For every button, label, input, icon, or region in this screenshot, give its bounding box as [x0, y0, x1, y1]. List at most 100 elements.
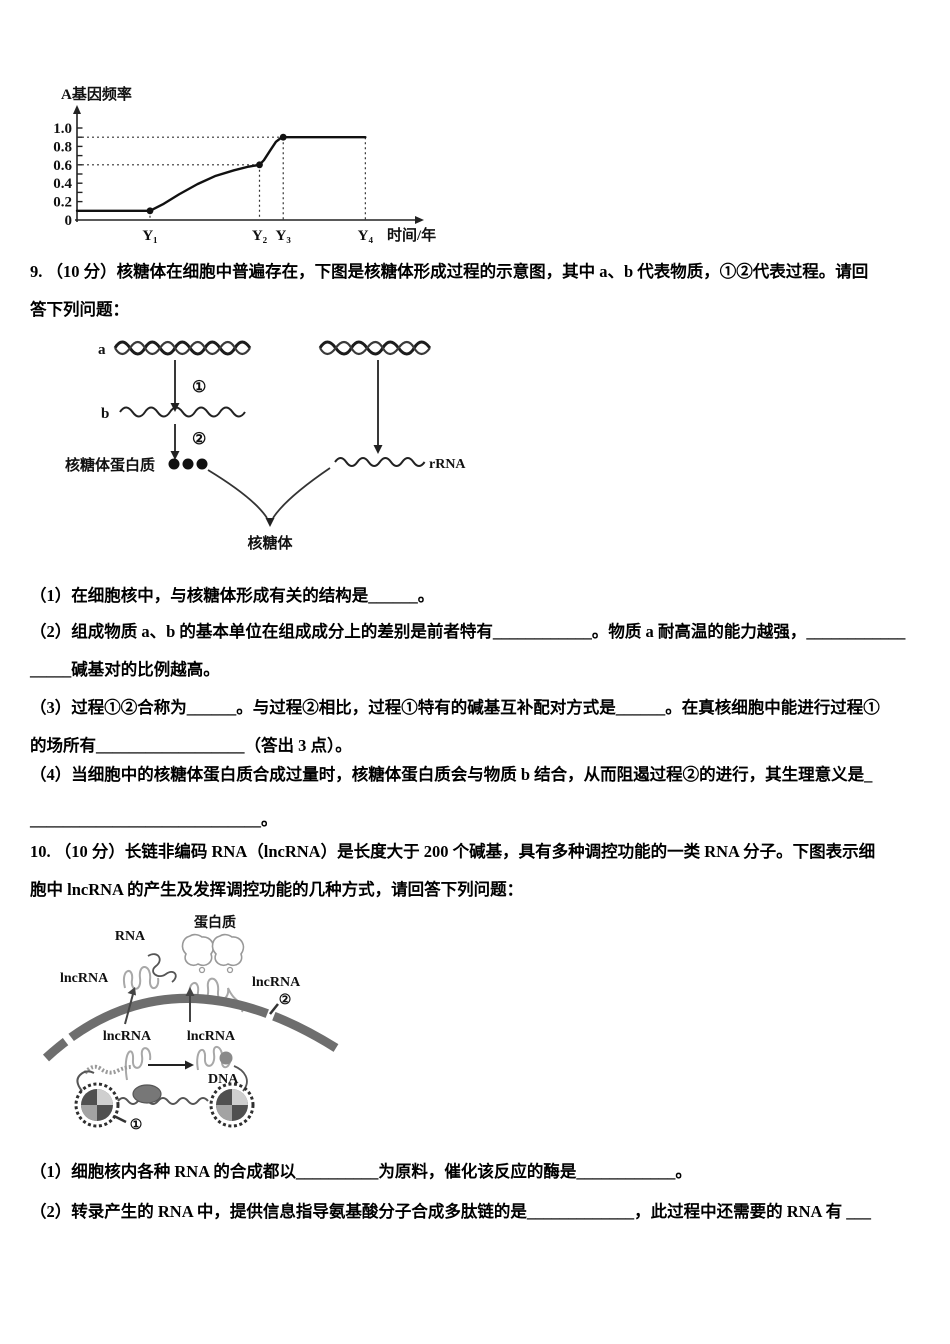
lncrna-diagram: RNA lncRNA 蛋白质 lncRNA ② lncRNA [30, 908, 360, 1153]
text-line: （2）转录产生的 RNA 中，提供信息指导氨基酸分子合成多肽链的是_______… [30, 1202, 872, 1221]
y-axis-arrow [73, 105, 81, 114]
dna-helix-b-strand1 [318, 340, 432, 356]
q9-item-4: （4）当细胞中的核糖体蛋白质合成过量时，核糖体蛋白质会与物质 b 结合，从而阻遏… [30, 756, 932, 839]
x-axis-arrow [415, 216, 424, 224]
text-line: _____碱基对的比例越高。 [30, 660, 220, 679]
y-tick-label: 1.0 [53, 121, 72, 137]
export-arrow-left-head [127, 987, 136, 996]
rrna-arrowhead [373, 445, 383, 454]
mark-1-pointer [113, 1114, 127, 1124]
nuclear-pore-left [60, 1030, 76, 1048]
protein-label: 蛋白质 [194, 914, 236, 931]
lncrna-in-right-loops [196, 1045, 232, 1071]
data-point [256, 161, 263, 169]
x-tick-label: Y₂ [252, 228, 268, 244]
q9-item-1: （1）在细胞核中，与核糖体形成有关的结构是______。 [30, 577, 932, 615]
lncrna-in-left-loops [124, 1047, 152, 1081]
text-line: 10. （10 分）长链非编码 RNA（lncRNA）是长度大于 200 个碱基… [30, 842, 876, 861]
rrna-wave [334, 457, 426, 467]
lncrna-out-right-label: lncRNA [252, 975, 301, 990]
text-line: 的场所有__________________（答出 3 点）。 [30, 736, 352, 755]
y-tick-label: 0 [65, 213, 73, 229]
protein-dot [196, 458, 208, 470]
text-line: 答下列问题： [30, 300, 129, 319]
converge-arrowhead [265, 518, 275, 527]
nucleosome-shade [232, 1089, 248, 1105]
protein-blob-2 [211, 933, 245, 967]
lncrna-in-left-label: lncRNA [103, 1029, 152, 1044]
export-arrow-left [124, 993, 134, 1025]
x-axis-title: 时间/年 [387, 226, 436, 244]
frequency-curve [75, 136, 367, 213]
mark-1-label: ① [130, 1118, 143, 1133]
q9-item-2: （2）组成物质 a、b 的基本单位在组成成分上的差别是前者特有_________… [30, 613, 932, 689]
converge-right-curve [272, 467, 331, 519]
nucleosome-coil-left [74, 1082, 120, 1128]
data-point [279, 133, 287, 141]
process-2-label: ② [192, 431, 206, 448]
mark-2-pointer [269, 1003, 279, 1015]
nucleosome-shade [97, 1089, 113, 1105]
text-line: 9. （10 分）核糖体在细胞中普遍存在，下图是核糖体形成过程的示意图，其中 a… [30, 262, 869, 281]
polymerase-blob [132, 1084, 162, 1104]
text-line: 胞中 lncRNA 的产生及发挥调控功能的几种方式，请回答下列问题： [30, 880, 524, 899]
data-point [146, 207, 154, 215]
y-tick-label: 0.4 [53, 176, 72, 192]
bound-particle [219, 1051, 233, 1065]
q10-item-1: （1）细胞核内各种 RNA 的合成都以__________为原料，催化该反应的酶… [30, 1153, 932, 1191]
lncrna-diagram-svg: RNA lncRNA 蛋白质 lncRNA ② lncRNA [42, 914, 339, 1133]
rrna-label: rRNA [429, 457, 466, 472]
chromatin-tail-right [233, 1065, 248, 1092]
nuclear-envelope [42, 993, 339, 1062]
protein-dot [182, 458, 194, 470]
text-line: （3）过程①②合称为______。与过程②相比，过程①特有的碱基互补配对方式是_… [30, 698, 880, 717]
protein-dot [168, 458, 180, 470]
regulation-arrowhead [185, 1060, 194, 1070]
process-2-arrowhead [170, 451, 180, 460]
linker-dna [117, 1097, 209, 1105]
label-b: b [101, 406, 109, 422]
text-line: ____________________________。 [30, 810, 278, 829]
process-1-label: ① [192, 379, 206, 396]
protein-blob-1 [181, 933, 215, 967]
ribosomal-protein-label: 核糖体蛋白质 [65, 456, 155, 474]
rna-squiggle [147, 953, 177, 983]
text-line: （1）细胞核内各种 RNA 的合成都以__________为原料，催化该反应的酶… [30, 1162, 692, 1181]
q10-item-2: （2）转录产生的 RNA 中，提供信息指导氨基酸分子合成多肽链的是_______… [30, 1193, 932, 1231]
q9-item-3: （3）过程①②合称为______。与过程②相比，过程①特有的碱基互补配对方式是_… [30, 689, 932, 765]
x-tick-label: Y₃ [276, 228, 292, 244]
chromatin-tail-left [76, 1070, 95, 1092]
x-tick-label: Y₄ [358, 228, 374, 244]
lncrna-out-left-label: lncRNA [60, 971, 109, 986]
dna-helix-b-strand2 [319, 340, 431, 356]
nucleosome-shade [216, 1105, 232, 1121]
y-tick-label: 0.8 [53, 139, 72, 155]
text-line: （2）组成物质 a、b 的基本单位在组成成分上的差别是前者特有_________… [30, 622, 906, 641]
export-arrow-right-head [185, 987, 195, 996]
dna-helix-a-strand2 [114, 340, 251, 356]
label-a: a [98, 342, 106, 358]
dna-helix-a-strand1 [113, 340, 252, 356]
converge-left-curve [207, 469, 268, 519]
y-axis-title: A基因频率 [61, 86, 132, 103]
ribosome-label: 核糖体 [247, 534, 293, 552]
text-line: （1）在细胞核中，与核糖体形成有关的结构是______。 [30, 586, 435, 605]
rna-label: RNA [115, 929, 146, 944]
lncrna-in-right-label: lncRNA [187, 1029, 236, 1044]
mark-2-label: ② [279, 993, 292, 1008]
binding-site-dot [226, 966, 234, 974]
lncrna-out-left-loops [122, 966, 160, 990]
q9-stem: 9. （10 分）核糖体在细胞中普遍存在，下图是核糖体形成过程的示意图，其中 a… [30, 253, 932, 329]
mrna-wave [119, 406, 246, 418]
q10-stem: 10. （10 分）长链非编码 RNA（lncRNA）是长度大于 200 个碱基… [30, 833, 932, 909]
y-tick-label: 0.2 [53, 195, 72, 211]
ribosome-diagram-svg: a ① b ② 核糖体蛋白质 rRNA [65, 340, 466, 552]
y-tick-label: 0.6 [53, 158, 72, 174]
lncrna-out-right-loops [188, 977, 244, 1013]
binding-site-dot [198, 966, 206, 974]
x-tick-label: Y₁ [142, 228, 157, 244]
nucleosome-shade [81, 1105, 97, 1121]
text-line: （4）当细胞中的核糖体蛋白质合成过量时，核糖体蛋白质会与物质 b 结合，从而阻遏… [30, 765, 873, 784]
